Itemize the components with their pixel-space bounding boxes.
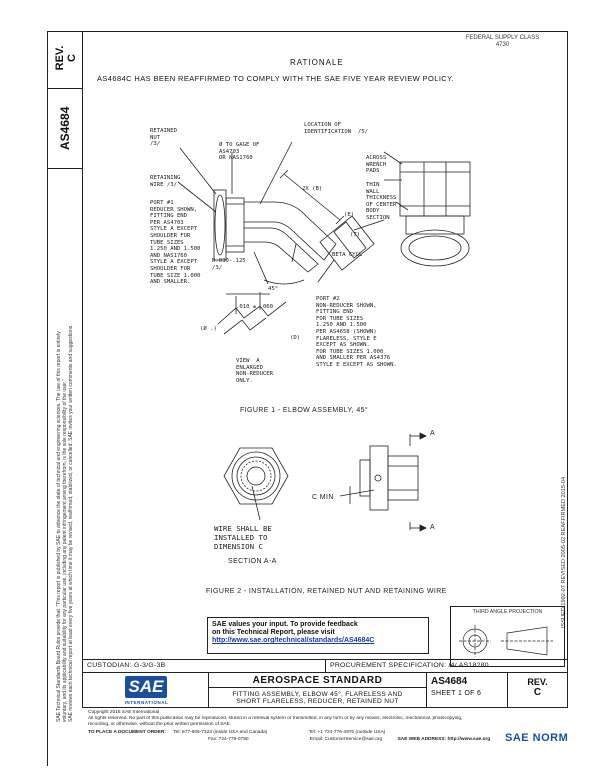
label-c-min: C MIN — [312, 494, 334, 501]
standard-title-cell: AEROSPACE STANDARD FITTING ASSEMBLY, ELB… — [208, 672, 427, 708]
rev-cell: REV. C — [507, 672, 568, 708]
side-docnum-divider — [47, 168, 83, 169]
label-radius: R.030-.125 /3/ — [212, 258, 246, 271]
label-port2: PORT #2 NON-REDUCER SHOWN, FITTING END F… — [316, 296, 397, 368]
corner-note-line1: FEDERAL SUPPLY CLASS — [465, 35, 540, 41]
sae-logo: SAE — [125, 676, 167, 698]
part-title-line2: SHORT FLARELESS, REDUCER, RETAINED NUT — [236, 698, 399, 705]
sae-logo-mark — [125, 676, 167, 698]
footer-order-label: TO PLACE A DOCUMENT ORDER: — [88, 730, 166, 735]
corner-note: FEDERAL SUPPLY CLASS 4730 — [455, 35, 550, 49]
label-dim-b: 2X (B) — [302, 186, 323, 192]
label-port1: PORT #1 REDUCER SHOWN, FITTING END PER A… — [150, 200, 201, 286]
projection-box: THIRD ANGLE PROJECTION — [450, 606, 565, 667]
label-angle: 45° — [268, 286, 279, 292]
side-rev-block: REV. C — [54, 41, 78, 75]
port2-end — [319, 215, 375, 271]
view-a-detail — [217, 301, 287, 325]
label-thin-wall: THIN WALL THICKNESS OF CENTER BODY SECTI… — [366, 182, 397, 221]
label-location-id: LOCATION OF IDENTIFICATION /5/ — [304, 122, 368, 135]
footer-tel1: Tel: 877-606-7323 (inside USA and Canada… — [173, 730, 268, 735]
elbow-body — [244, 201, 337, 261]
figure1-drawing — [177, 141, 471, 335]
frame-inner-left-border — [82, 31, 83, 707]
footer-rights-2: recording, or otherwise, without the pri… — [88, 722, 232, 727]
footer-copyright: Copyright 2015 SAE International — [88, 710, 160, 715]
label-gage: Ø TO GAGE OF AS4703 OR NAS1760 — [219, 142, 260, 162]
footer-order-block: TO PLACE A DOCUMENT ORDER: Tel: 877-606-… — [88, 730, 558, 736]
procurement-cell: PROCUREMENT SPECIFICATION: /4/ AS18280 — [325, 659, 568, 673]
part-title-line1: FITTING ASSEMBLY, ELBOW 45°, FLARELESS A… — [232, 691, 403, 698]
hex-nut-front — [223, 447, 289, 505]
projection-symbol — [459, 625, 553, 657]
docnum-cell: AS4684 SHEET 1 OF 6 — [426, 672, 508, 708]
retaining-wire-circle — [240, 460, 272, 492]
figure2-drawing — [223, 432, 427, 532]
label-across-wrench: ACROSS WRENCH PADS — [366, 155, 387, 175]
label-section-aa: SECTION A-A — [228, 558, 277, 565]
logo-cell: SAE INTERNATIONAL — [82, 672, 209, 708]
footer-second-row: Fax: 724-776-0790 Email: CustomerService… — [88, 737, 558, 743]
port1-nut — [213, 189, 227, 261]
label-dim-e: (E) — [344, 212, 355, 218]
legal-line-3: SAE reviews each technical report at lea… — [68, 324, 74, 722]
footer-tel2: Tel: +1 724-776-4970 (outside USA) — [308, 730, 386, 735]
frame-left-border — [47, 31, 48, 766]
label-dim-phi: (Ø .) — [200, 326, 217, 332]
arrow-a-top: A — [430, 430, 436, 437]
title-sheet: SHEET 1 OF 6 — [431, 690, 482, 697]
footer-watermark: SAE NORM — [505, 732, 569, 744]
label-beta-cyl: BETA CYCL — [332, 252, 363, 258]
footer-block: Copyright 2015 SAE International All rig… — [88, 710, 564, 728]
arrow-a-bottom: A — [430, 524, 436, 531]
rationale-heading: RATIONALE — [290, 58, 344, 67]
label-retained-nut: RETAINED NUT /3/ — [150, 128, 177, 148]
end-view-bore — [400, 229, 470, 267]
title-rev-label: REV. — [527, 677, 548, 687]
title-doc-number: AS4684 — [431, 676, 468, 687]
label-view-a: VIEW A ENLARGED NON-REDUCER ONLY. — [236, 358, 274, 384]
feedback-link[interactable]: http://www.sae.org/technical/standards/A… — [212, 637, 375, 645]
figure1-caption: FIGURE 1 - ELBOW ASSEMBLY, 45° — [240, 407, 369, 414]
custodian-cell: CUSTODIAN: G-3/G-3B — [82, 659, 326, 673]
sae-logo-subtitle: INTERNATIONAL — [124, 700, 169, 705]
end-view-hex — [399, 161, 471, 217]
nut-bore-outer — [231, 451, 281, 501]
sae-logo-text: SAE — [128, 677, 164, 696]
label-wire-note: WIRE SHALL BE INSTALLED TO DIMENSION C — [214, 524, 272, 551]
side-rev-value: C — [66, 54, 78, 62]
feedback-box: SAE values your input. To provide feedba… — [207, 617, 429, 654]
label-dim-range: .010 ± .060 — [236, 304, 274, 310]
custodian-text: CUSTODIAN: G-3/G-3B — [87, 662, 166, 669]
standard-heading: AEROSPACE STANDARD — [209, 675, 426, 688]
feedback-line1: SAE values your input. To provide feedba… — [212, 621, 358, 628]
figure2-caption: FIGURE 2 - INSTALLATION, RETAINED NUT AN… — [206, 588, 447, 595]
label-dim-t: (T) — [350, 232, 361, 238]
section-side-body — [369, 445, 389, 511]
corner-note-line2: 4730 — [495, 42, 510, 48]
footer-fax1: Fax: 724-776-0790 — [208, 737, 249, 742]
projection-title: THIRD ANGLE PROJECTION — [472, 609, 543, 615]
side-rev-divider — [47, 88, 83, 89]
side-doc-number: AS4684 — [58, 106, 72, 150]
retaining-wire-ring — [214, 194, 226, 256]
side-legal-text: SAE Technical Standards Board Rules prov… — [56, 182, 74, 722]
procurement-text: PROCUREMENT SPECIFICATION: /4/ AS18280 — [330, 662, 489, 669]
frame-top-border — [47, 31, 568, 32]
frame-right-border — [567, 31, 568, 707]
side-rev-label: REV. — [54, 45, 66, 71]
footer-rights: All rights reserved. No part of this pub… — [88, 716, 463, 721]
footer-web[interactable]: SAE WEB ADDRESS: http://www.sae.org — [397, 737, 491, 742]
label-retaining-wire: RETAINING WIRE /3/ — [150, 175, 181, 188]
feedback-line2: on this Technical Report, please visit — [212, 629, 335, 637]
rationale-body: AS4684C HAS BEEN REAFFIRMED TO COMPLY WI… — [97, 74, 455, 83]
footer-email: Email: CustomerService@sae.org — [309, 737, 383, 742]
title-rev-value: C — [533, 687, 542, 698]
label-dim-d: (D) — [290, 335, 301, 341]
